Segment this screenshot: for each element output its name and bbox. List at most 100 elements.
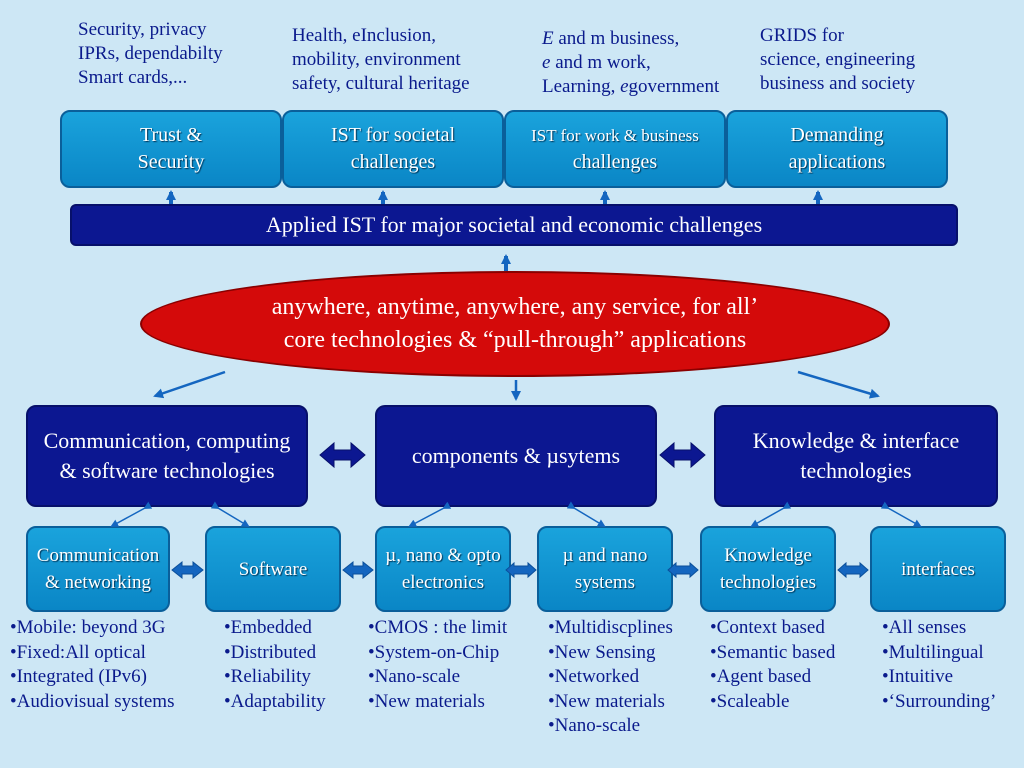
box-line: electronics <box>401 572 485 593</box>
double-arrow-sub-1 <box>171 560 204 580</box>
box-line: Knowledge <box>724 545 812 566</box>
note-line: science, engineering <box>760 49 916 70</box>
list-item: Networked <box>548 665 673 690</box>
box-line: Trust & <box>139 124 203 146</box>
box-micro-nano-opto: µ, nano & opto electronics <box>375 526 511 612</box>
box-line: Software <box>238 558 308 580</box>
note-text: Learning, <box>542 76 621 97</box>
arrow-know-sub1 <box>750 501 792 527</box>
applied-ist-banner: Applied IST for major societal and econo… <box>70 204 958 246</box>
bullets-nano-opto: CMOS : the limit System-on-Chip Nano-sca… <box>368 616 508 715</box>
box-line: challenges <box>572 151 658 173</box>
list-item: New Sensing <box>548 641 673 666</box>
note-text: and m business, <box>553 28 680 49</box>
note-line: business and society <box>760 73 916 94</box>
list-item: Nano-scale <box>368 665 507 690</box>
bullets-knowledge: Context based Semantic based Agent based… <box>710 616 836 715</box>
list-item: CMOS : the limit <box>368 616 508 641</box>
ellipse-line: anywhere, anytime, anywhere, any service… <box>271 294 759 320</box>
arrow-comp-sub2 <box>566 501 606 528</box>
bullets-interfaces: All senses Multilingual Intuitive ‘Surro… <box>882 616 997 715</box>
box-line: & networking <box>44 572 152 593</box>
list-item: New materials <box>548 690 673 715</box>
list-item: System-on-Chip <box>368 641 507 666</box>
note-line: Health, eInclusion, <box>292 25 437 46</box>
box-line: Communication, computing <box>43 428 291 453</box>
note-grids: GRIDS for science, engineering business … <box>760 24 915 96</box>
box-trust-security: Trust & Security <box>60 110 282 188</box>
list-item: Audiovisual systems <box>10 690 175 715</box>
double-arrow-sub-5 <box>837 561 869 579</box>
list-item: Intuitive <box>882 665 996 690</box>
note-em: e <box>542 52 551 73</box>
note-line: Smart cards,... <box>78 67 188 88</box>
list-item: Embedded <box>224 616 326 641</box>
box-societal-challenges: IST for societal challenges <box>282 110 504 188</box>
box-knowledge-technologies: Knowledge technologies <box>700 526 836 612</box>
arrow-comp-sub1 <box>408 501 452 527</box>
note-line: Security, privacy <box>78 19 207 40</box>
bullets-nano-systems: Multidiscplines New Sensing Networked Ne… <box>548 616 673 739</box>
note-trust: Security, privacy IPRs, dependabilty Sma… <box>78 18 223 90</box>
core-ellipse: anywhere, anytime, anywhere, any service… <box>140 271 890 377</box>
list-item: Reliability <box>224 665 326 690</box>
list-item: ‘Surrounding’ <box>882 690 997 715</box>
box-line: Knowledge & interface <box>752 428 960 453</box>
arrow-know-sub2 <box>880 501 922 527</box>
list-item: Semantic based <box>710 641 836 666</box>
box-knowledge-interface: Knowledge & interface technologies <box>714 405 998 507</box>
list-item: Integrated (IPv6) <box>10 665 174 690</box>
note-line: Learning, egovernment <box>542 75 719 99</box>
box-line: µ, nano & opto <box>385 545 501 566</box>
double-arrow-tech-1 <box>319 441 366 469</box>
bullets-software: Embedded Distributed Reliability Adaptab… <box>224 616 326 714</box>
box-line: Security <box>137 151 205 173</box>
note-text: government <box>628 76 720 97</box>
box-line: challenges <box>350 151 436 173</box>
double-arrow-sub-3 <box>505 561 537 579</box>
list-item: Context based <box>710 616 835 641</box>
note-work: E and m business, e and m work, Learning… <box>542 27 719 99</box>
box-comm-networking: Communication& networking <box>26 526 170 612</box>
box-components-microsystems: components & µsytems <box>375 405 657 507</box>
arrow-comm-sub2 <box>210 501 250 528</box>
list-item: Nano-scale <box>548 714 673 739</box>
list-item: Mobile: beyond 3G <box>10 616 174 641</box>
box-line: interfaces <box>901 558 975 580</box>
arrow-to-communication <box>153 370 226 399</box>
box-line: Demanding <box>790 124 884 146</box>
note-line: IPRs, dependabilty <box>78 43 223 64</box>
list-item: Scaleable <box>710 690 835 715</box>
note-em: E <box>542 28 554 49</box>
note-line: E and m business, <box>542 27 719 51</box>
arrow-comm-sub1 <box>110 501 153 527</box>
list-item: Adaptability <box>224 690 326 715</box>
note-line: e and m work, <box>542 51 719 75</box>
bullets-comm-networking: Mobile: beyond 3G Fixed:All optical Inte… <box>10 616 175 715</box>
double-arrow-sub-4 <box>667 561 699 579</box>
note-line: mobility, environment <box>292 49 461 70</box>
arrow-to-knowledge <box>797 370 880 399</box>
note-text: and m work, <box>550 52 651 73</box>
list-item: New materials <box>368 690 507 715</box>
box-interfaces: interfaces <box>870 526 1006 612</box>
box-line: technologies <box>719 572 817 593</box>
box-line: µ and nano <box>562 545 648 566</box>
box-line: & software technologies <box>59 458 275 483</box>
ellipse-line: core technologies & “pull-through” appli… <box>283 327 747 353</box>
double-arrow-sub-2 <box>342 560 374 580</box>
note-societal: Health, eInclusion, mobility, environmen… <box>292 24 470 96</box>
note-line: safety, cultural heritage <box>292 73 470 94</box>
box-line: systems <box>574 572 636 593</box>
box-line: technologies <box>800 458 912 483</box>
box-line: components & µsytems <box>411 443 621 468</box>
note-line: GRIDS for <box>760 25 844 46</box>
box-line: IST for societal <box>330 124 456 146</box>
list-item: Multidiscplines <box>548 616 673 641</box>
box-work-business: IST for work & business challenges <box>504 110 726 188</box>
list-item: Fixed:All optical <box>10 641 174 666</box>
double-arrow-tech-2 <box>659 441 706 469</box>
box-software: Software <box>205 526 341 612</box>
box-line: IST for work & business <box>531 126 699 145</box>
